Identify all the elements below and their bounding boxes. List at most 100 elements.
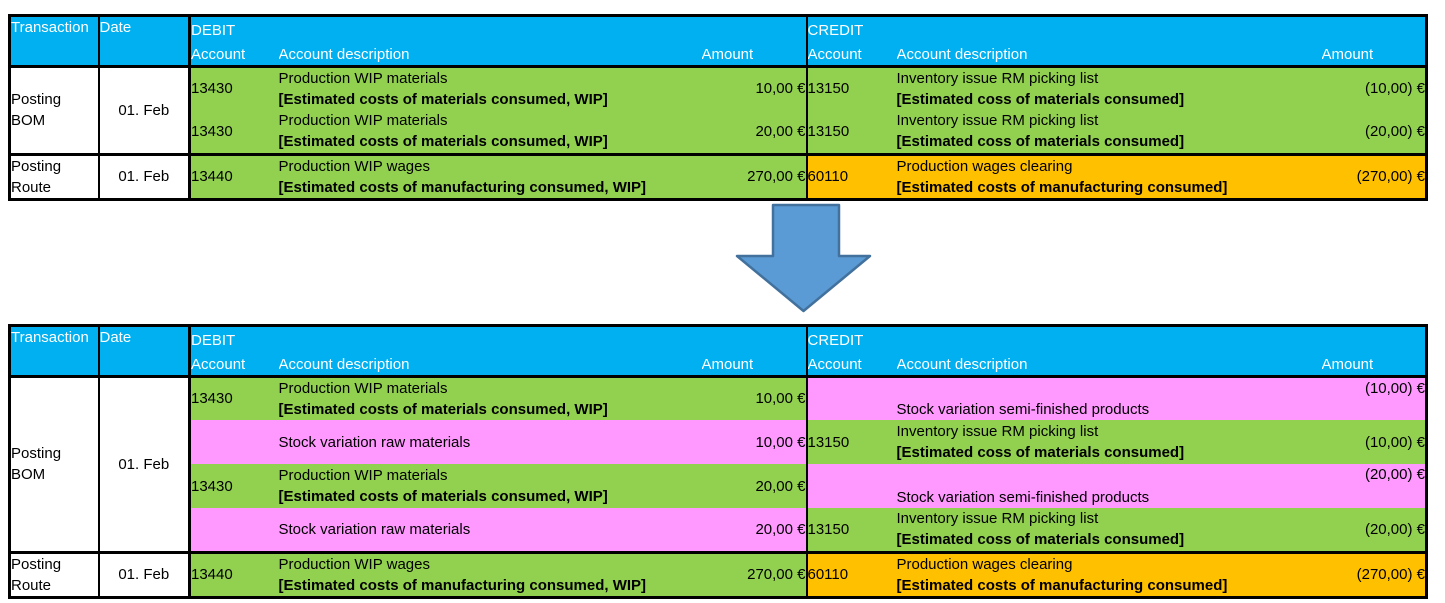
account-description: Inventory issue RM picking list [896,510,1099,528]
account-note: [Estimated coss of materials consumed] [896,444,1185,461]
col-header-date: Date [98,15,191,68]
debit-account-cell: 13440 [189,550,279,597]
account-description: Inventory issue RM picking list [896,112,1099,130]
debit-amount-cell: 20,00 € [701,464,808,508]
account-description: Inventory issue RM picking list [896,69,1099,87]
account-note: [Estimated costs of manufacturing consum… [278,576,647,594]
debit-account-cell: 13430 [189,464,279,508]
table-row: Posting BOM 01. Feb 13430 Production WIP… [9,376,1427,552]
top-posting-table: Transaction Date DEBIT CREDIT Account Ac… [8,14,1428,201]
col-header-date: Date [98,325,191,378]
credit-description-header: Account description [896,353,1322,378]
debit-account-cell: 13430 [189,376,279,420]
credit-amount-cell: (20,00) € [1321,464,1427,508]
credit-account-cell: 13150 [806,508,897,552]
debit-description-cell: Production WIP wages [Estimated costs of… [278,550,702,597]
credit-description-cell: Production wages clearing [Estimated cos… [896,152,1322,199]
account-description: Stock variation semi-finished products [896,489,1150,506]
bottom-posting-table: Transaction Date DEBIT CREDIT Account Ac… [8,324,1428,599]
date-cell: 01. Feb [98,550,191,597]
debit-amount-cell: 10,00 € [701,376,808,420]
account-note: [Estimated coss of materials consumed] [896,90,1185,108]
credit-amount-cell: (20,00) € [1321,508,1427,552]
debit-account-cell [189,508,279,552]
account-description: Production wages clearing [896,157,1073,175]
table-subheader-row: Account Account description Amount Accou… [10,43,1427,68]
credit-account-header: Account [806,43,897,68]
credit-amount-cell: (270,00) € [1321,550,1427,597]
down-arrow-icon [735,203,872,315]
debit-description-cell: Stock variation raw materials [278,508,702,552]
credit-account-cell: 13150 [806,420,897,464]
debit-amount-cell: 270,00 € [701,550,808,597]
account-description: Stock variation raw materials [278,520,471,538]
table-row: Posting Route 01. Feb 13440 Production W… [9,550,1427,597]
credit-account-cell: 13150 [806,66,897,110]
table-row: 13430 Production WIP materials [Estimate… [10,464,1427,508]
account-description: Production WIP wages [278,555,430,573]
transaction-cell: Posting BOM [9,66,100,154]
col-header-transaction: Transaction [9,15,100,68]
debit-description-cell: Production WIP wages [Estimated costs of… [278,152,702,199]
account-description: Inventory issue RM picking list [896,423,1099,440]
transaction-cell: Posting Route [9,550,100,597]
table-header-row: Transaction Date DEBIT CREDIT [9,325,1427,378]
account-note: [Estimated costs of manufacturing consum… [896,576,1228,594]
account-description: Production wages clearing [896,555,1073,573]
debit-amount-cell: 270,00 € [701,152,808,199]
credit-amount-cell: (10,00) € [1321,66,1427,110]
account-description: Production WIP materials [278,379,448,397]
date-cell: 01. Feb [98,66,191,154]
credit-amount-header: Amount [1321,43,1427,68]
debit-group-header: DEBIT [189,15,808,44]
account-description: Production WIP materials [278,112,448,130]
debit-amount-cell: 10,00 € [701,66,808,110]
debit-account-cell: 13430 [189,110,279,154]
credit-description-header: Account description [896,43,1322,68]
account-note: [Estimated coss of materials consumed] [896,531,1185,549]
credit-description-cell: Stock variation semi-finished products [896,376,1322,420]
credit-account-cell: 13150 [806,110,897,154]
table-row: 13430 Production WIP materials [Estimate… [10,110,1427,154]
debit-account-header: Account [189,43,279,68]
debit-description-cell: Production WIP materials [Estimated cost… [278,376,702,420]
credit-account-cell [806,464,897,508]
account-description: Stock variation semi-finished products [896,401,1150,418]
debit-account-header: Account [189,353,279,378]
debit-amount-cell: 10,00 € [701,420,808,464]
debit-amount-header: Amount [701,353,808,378]
debit-description-cell: Stock variation raw materials [278,420,702,464]
account-description: Production WIP materials [278,69,448,87]
account-note: [Estimated costs of materials consumed, … [278,400,608,418]
account-description: Production WIP materials [278,467,448,484]
debit-amount-header: Amount [701,43,808,68]
debit-account-cell: 13430 [189,66,279,110]
credit-group-header: CREDIT [806,15,1427,44]
debit-group-header: DEBIT [189,325,808,354]
debit-account-cell: 13440 [189,152,279,199]
table-subheader-row: Account Account description Amount Accou… [10,353,1427,378]
account-note: [Estimated costs of manufacturing consum… [278,178,647,196]
credit-description-cell: Inventory issue RM picking list [Estimat… [896,66,1322,110]
transaction-cell: Posting BOM [9,376,100,552]
debit-description-cell: Production WIP materials [Estimated cost… [278,110,702,154]
debit-description-header: Account description [278,43,702,68]
date-cell: 01. Feb [98,152,191,199]
debit-account-cell [189,420,279,464]
credit-description-cell: Inventory issue RM picking list [Estimat… [896,420,1322,464]
credit-group-header: CREDIT [806,325,1427,354]
credit-description-cell: Production wages clearing [Estimated cos… [896,550,1322,597]
date-cell: 01. Feb [98,376,191,552]
credit-account-cell: 60110 [806,152,897,199]
credit-amount-cell: (270,00) € [1321,152,1427,199]
credit-description-cell: Inventory issue RM picking list [Estimat… [896,508,1322,552]
account-note: [Estimated costs of materials consumed, … [278,133,608,151]
credit-account-cell: 60110 [806,550,897,597]
table-row: Posting Route 01. Feb 13440 Production W… [9,152,1427,199]
credit-account-cell [806,376,897,420]
table-row: Stock variation raw materials 10,00 € 13… [10,420,1427,464]
credit-amount-header: Amount [1321,353,1427,378]
debit-description-header: Account description [278,353,702,378]
account-note: [Estimated costs of manufacturing consum… [896,178,1228,196]
